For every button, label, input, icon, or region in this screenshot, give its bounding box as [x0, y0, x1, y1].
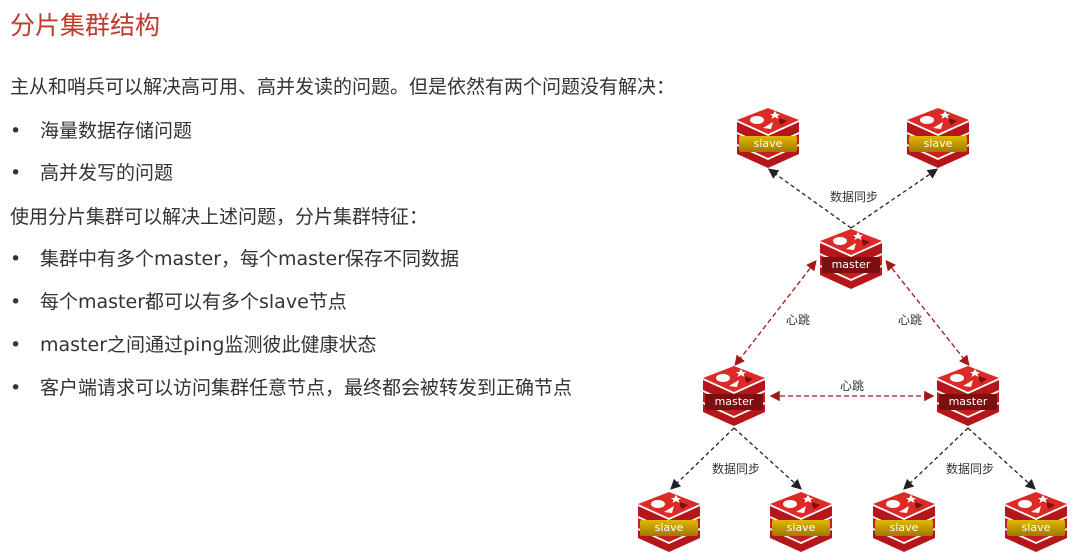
problem-item: • 高并发写的问题 [10, 158, 173, 185]
slave-node: slave [634, 492, 704, 552]
problem-text: 海量数据存储问题 [40, 120, 193, 142]
node-label: master [705, 394, 763, 410]
node-label: master [822, 257, 880, 273]
slave-node: slave [766, 492, 836, 552]
sync-edge [733, 427, 802, 490]
sync-edge [850, 168, 939, 229]
node-label: slave [739, 136, 797, 152]
feature-text: 集群中有多个master，每个master保存不同数据 [40, 248, 460, 270]
slave-node: slave [903, 108, 973, 168]
feature-text: master之间通过ping监测彼此健康状态 [40, 334, 377, 356]
heartbeat-label: 心跳 [897, 313, 923, 327]
sync-label: 数据同步 [945, 462, 995, 476]
feature-text: 客户端请求可以访问集群任意节点，最终都会被转发到正确节点 [40, 377, 573, 399]
node-label: slave [909, 136, 967, 152]
heartbeat-label: 心跳 [785, 313, 811, 327]
sync-edge [967, 427, 1036, 490]
master-node: master [933, 366, 1003, 426]
bullet: • [10, 248, 22, 270]
sync-label: 数据同步 [829, 190, 879, 204]
slave-node: slave [733, 108, 803, 168]
heartbeat-edge [885, 259, 970, 367]
slave-node: slave [1001, 492, 1071, 552]
node-label: master [939, 394, 997, 410]
sync-edge [670, 427, 735, 490]
master-node: master [816, 229, 886, 289]
bullet: • [10, 377, 22, 399]
feature-item: • 每个master都可以有多个slave节点 [10, 287, 347, 314]
master-node: master [699, 366, 769, 426]
slave-node: slave [869, 492, 939, 552]
bullet: • [10, 120, 22, 142]
heartbeat-edge [734, 259, 817, 367]
intro-text: 主从和哨兵可以解决高可用、高并发读的问题。但是依然有两个问题没有解决： [10, 76, 676, 98]
solution-intro: 使用分片集群可以解决上述问题，分片集群特征： [10, 206, 429, 228]
sync-edge [767, 168, 852, 229]
node-label: slave [875, 520, 933, 536]
bullet: • [10, 334, 22, 356]
node-label: slave [772, 520, 830, 536]
feature-text: 每个master都可以有多个slave节点 [40, 291, 347, 313]
bullet: • [10, 291, 22, 313]
feature-item: • 客户端请求可以访问集群任意节点，最终都会被转发到正确节点 [10, 373, 572, 400]
feature-item: • 集群中有多个master，每个master保存不同数据 [10, 244, 459, 271]
bullet: • [10, 162, 22, 184]
feature-item: • master之间通过ping监测彼此健康状态 [10, 330, 376, 357]
node-label: slave [640, 520, 698, 536]
heartbeat-label: 心跳 [839, 379, 865, 393]
problem-item: • 海量数据存储问题 [10, 116, 192, 143]
node-label: slave [1007, 520, 1065, 536]
sync-label: 数据同步 [711, 462, 761, 476]
problem-text: 高并发写的问题 [40, 162, 174, 184]
slide-title: 分片集群结构 [10, 11, 161, 40]
sync-edge [903, 427, 969, 490]
